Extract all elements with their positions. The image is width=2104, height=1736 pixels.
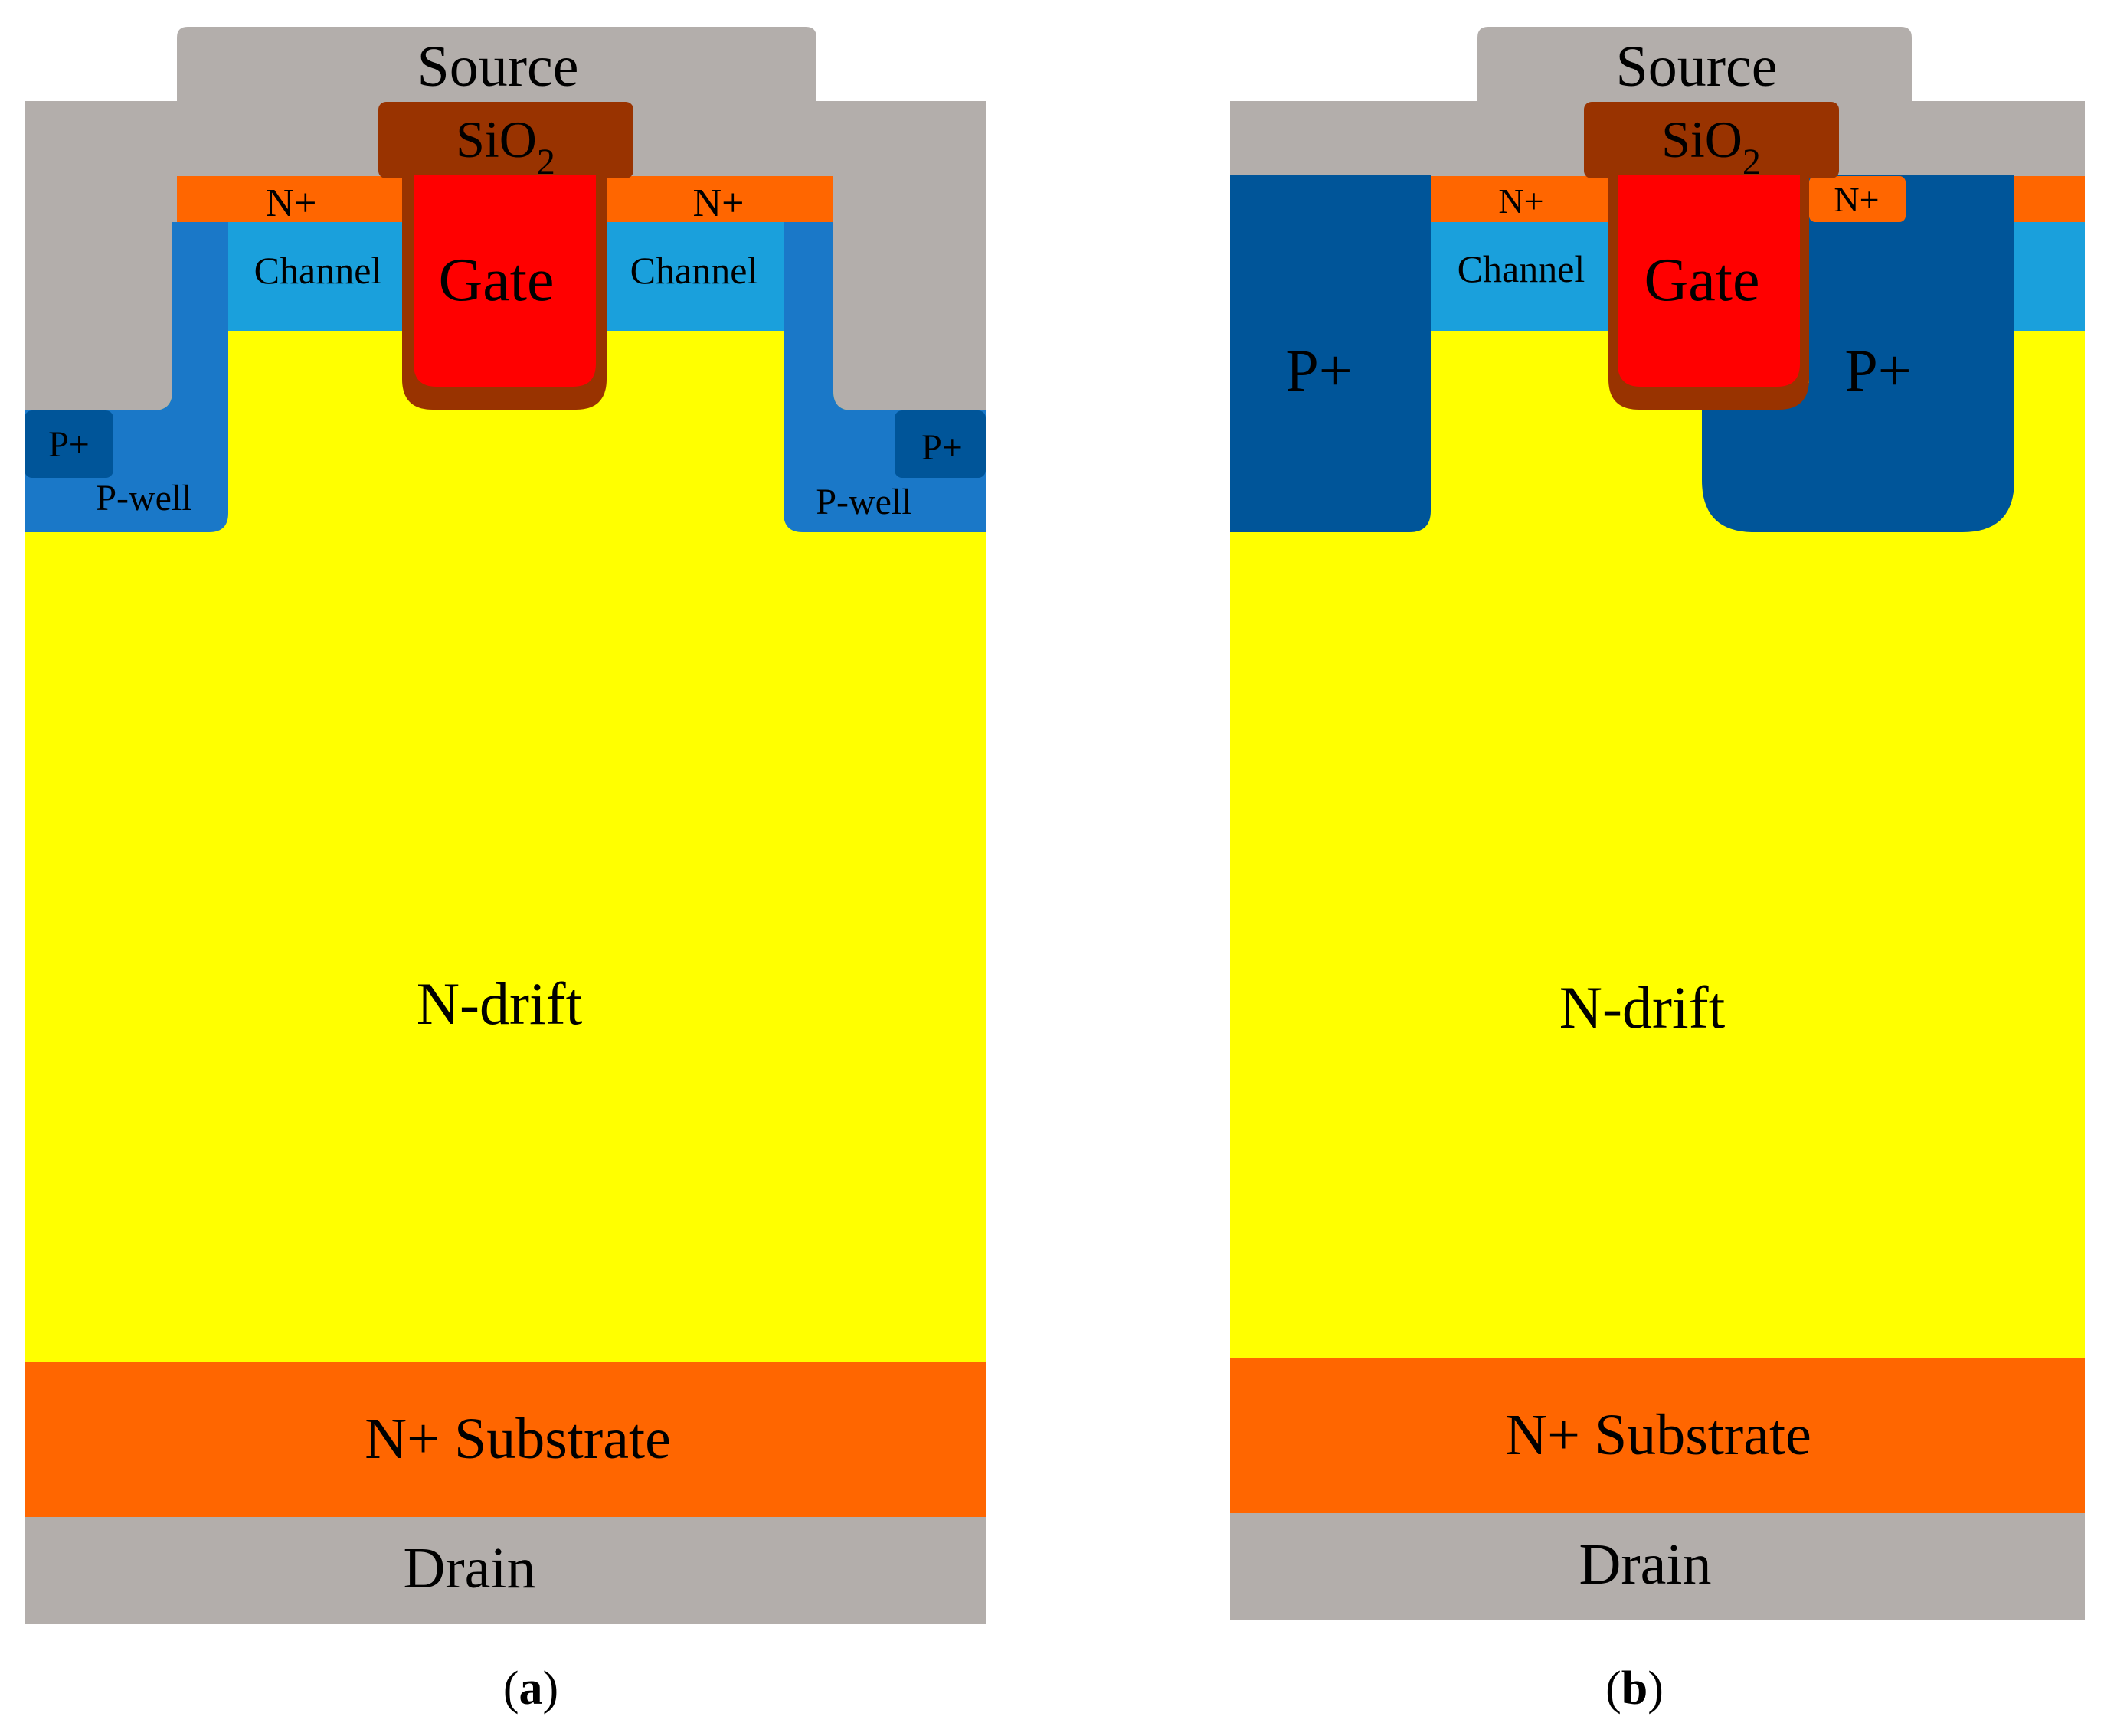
drain-metal-a bbox=[25, 1517, 986, 1624]
drain-label-b: Drain bbox=[1579, 1532, 1711, 1597]
p-plus-right-b bbox=[1702, 175, 2014, 532]
gate-label-a: Gate bbox=[438, 247, 554, 314]
sio2-label-a: SiO2 bbox=[456, 110, 555, 182]
drain-label-a: Drain bbox=[403, 1536, 535, 1600]
p-plus-right-label-b: P+ bbox=[1844, 337, 1911, 404]
source-label-a: Source bbox=[417, 34, 578, 99]
n-plus-right-label-a: N+ bbox=[693, 181, 744, 225]
gate-electrode-b bbox=[1618, 175, 1800, 387]
n-plus-right-b bbox=[1809, 176, 1906, 222]
channel-right-b bbox=[2014, 222, 2085, 331]
n-plus-right-a bbox=[605, 176, 833, 222]
n-plus-left-label-a: N+ bbox=[266, 181, 317, 225]
sio2-label-b: SiO2 bbox=[1661, 110, 1761, 182]
p-plus-left-label-a: P+ bbox=[48, 424, 90, 465]
n-plus-substrate-a bbox=[25, 1362, 986, 1517]
drain-metal-b bbox=[1230, 1513, 2085, 1620]
diagram-a: Source SiO2 Gate N+ N+ Channel Channel P… bbox=[25, 27, 986, 1715]
p-plus-left-b bbox=[1230, 175, 1431, 532]
substrate-label-b: N+ Substrate bbox=[1505, 1403, 1811, 1467]
channel-right-a bbox=[605, 222, 784, 331]
p-well-left-label-a: P-well bbox=[96, 478, 191, 518]
channel-left-a bbox=[228, 222, 404, 331]
p-well-right-label-a: P-well bbox=[816, 482, 911, 522]
n-plus-left-b bbox=[1431, 176, 1612, 222]
n-plus-edge-b bbox=[2014, 176, 2085, 222]
gate-label-b: Gate bbox=[1644, 247, 1759, 314]
sio2-cap-b bbox=[1584, 102, 1839, 178]
p-plus-left-label-b: P+ bbox=[1285, 337, 1352, 404]
channel-right-label-a: Channel bbox=[630, 249, 758, 292]
source-metal-b bbox=[1230, 27, 2085, 176]
p-plus-right-a bbox=[895, 410, 986, 478]
gate-electrode-a bbox=[414, 175, 596, 387]
p-plus-right-label-a: P+ bbox=[921, 427, 963, 468]
p-plus-left-a bbox=[25, 410, 113, 478]
channel-left-label-b: Channel bbox=[1458, 247, 1585, 290]
n-drift-label-a: N-drift bbox=[417, 970, 583, 1037]
n-drift-label-b: N-drift bbox=[1559, 974, 1726, 1041]
diagram-b: Source SiO2 Gate N+ N+ Channel P+ P+ N-d… bbox=[1230, 27, 2085, 1715]
channel-left-label-a: Channel bbox=[254, 249, 382, 292]
substrate-label-a: N+ Substrate bbox=[365, 1407, 671, 1471]
n-plus-right-label-b: N+ bbox=[1834, 180, 1879, 219]
n-plus-left-a bbox=[177, 176, 404, 222]
caption-a: (a) bbox=[503, 1662, 558, 1715]
caption-b: (b) bbox=[1605, 1662, 1664, 1715]
n-plus-substrate-b bbox=[1230, 1358, 2085, 1513]
source-label-b: Source bbox=[1615, 34, 1777, 99]
channel-left-b bbox=[1431, 222, 1612, 331]
sio2-cap-a bbox=[378, 102, 633, 178]
n-plus-left-label-b: N+ bbox=[1498, 181, 1543, 221]
